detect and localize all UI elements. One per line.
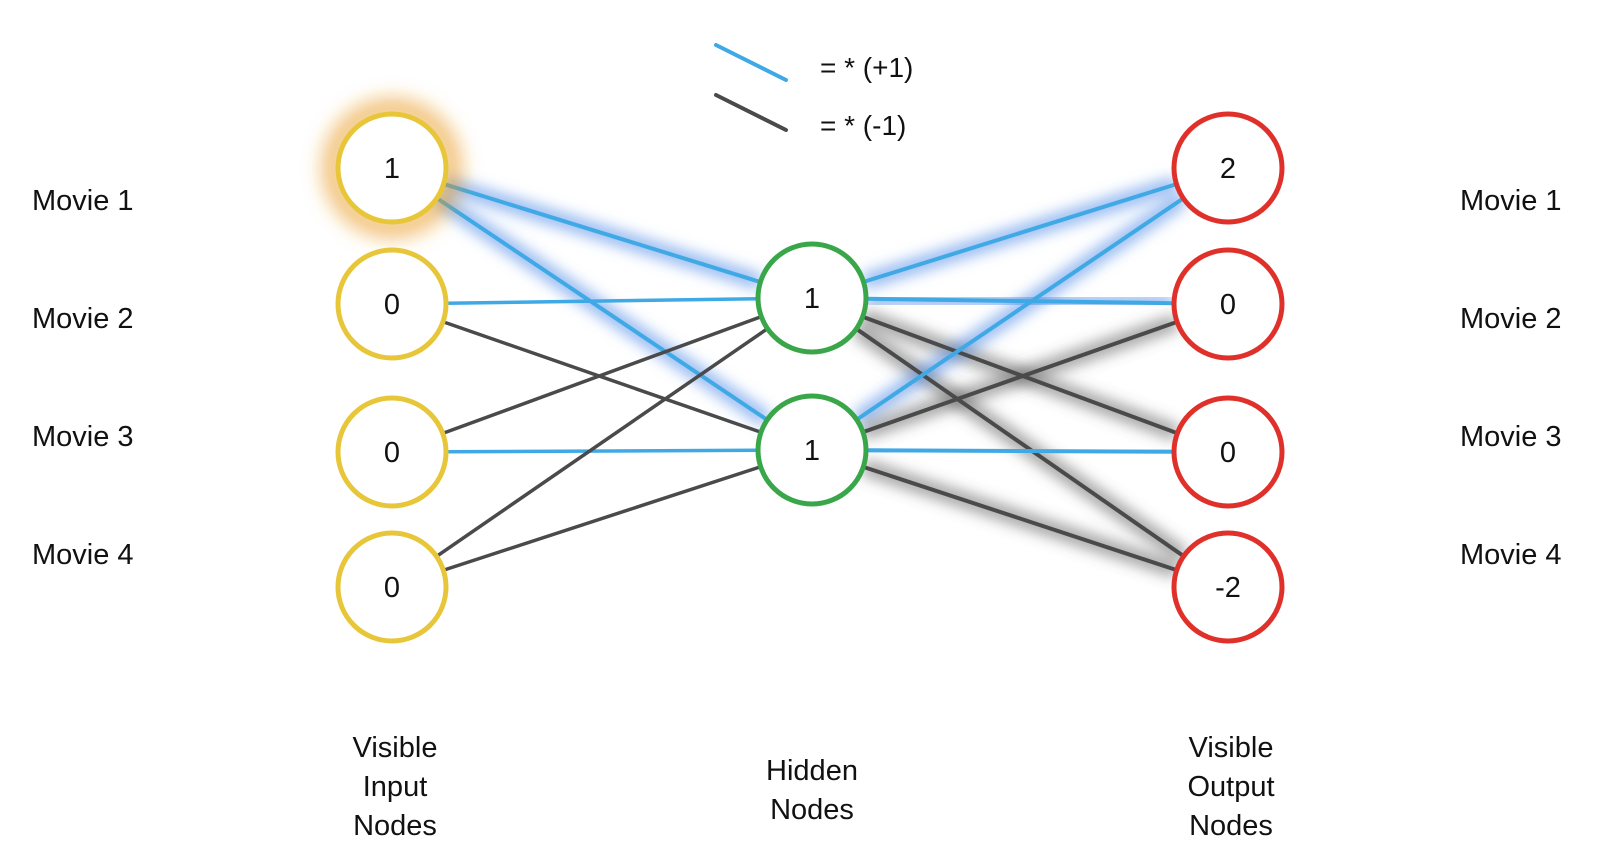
edge-input-4-hidden-1 [435,327,769,558]
edge-input-3-hidden-1 [442,314,762,436]
edge-hidden-2-output-1 [855,196,1185,422]
output-movie-label-2: Movie 2 [1460,303,1562,335]
legend-positive-label: = * (+1) [820,52,913,83]
input-movie-labels: Movie 1 Movie 2 Movie 3 Movie 4 [32,185,134,571]
input-node-2-value: 0 [384,289,400,321]
output-caption-line-3: Nodes [1189,810,1273,842]
hidden-caption-line-1: Hidden [766,755,858,787]
legend-negative-label: = * (-1) [820,110,906,141]
input-node-4 [335,530,449,644]
hidden-caption-line-2: Nodes [770,794,854,826]
hidden-layer: 1 1 [755,241,869,507]
input-layer: 1 0 0 0 [335,111,449,644]
edge-input-4-hidden-2 [442,465,762,572]
output-node-2-value: 0 [1220,289,1236,321]
hidden-node-2 [755,393,869,507]
hidden-node-2-value: 1 [804,435,820,467]
hidden-node-1-value: 1 [804,283,820,315]
input-node-3 [335,395,449,509]
legend-positive-swatch [714,43,788,82]
edge-input-3-hidden-2 [445,448,759,454]
edge-input-1-hidden-2 [435,196,769,422]
input-node-3-value: 0 [384,437,400,469]
input-node-1-value: 1 [384,153,400,185]
input-caption: Visible Input Nodes [353,732,438,842]
edge-hidden-2-output-3 [865,448,1175,454]
input-movie-label-2: Movie 2 [32,303,134,335]
output-caption-line-2: Output [1187,771,1274,803]
output-movie-label-3: Movie 3 [1460,421,1562,453]
output-node-4 [1171,530,1285,644]
edge-hidden-1-output-1 [862,182,1178,284]
edge-layer [435,182,1185,573]
output-node-4-value: -2 [1215,572,1241,604]
edge-hidden-2-output-4 [862,464,1178,573]
output-node-3 [1171,395,1285,509]
edge-input-2-hidden-1 [445,297,759,305]
output-caption: Visible Output Nodes [1187,732,1274,842]
output-caption-line-1: Visible [1189,732,1274,764]
input-node-4-value: 0 [384,572,400,604]
edge-hidden-1-output-2 [865,296,1175,306]
edge-input-1-hidden-1 [442,182,762,284]
hidden-caption: Hidden Nodes [766,755,858,826]
node-glow-layer [324,100,460,236]
hidden-node-1 [755,241,869,355]
legend: = * (+1) = * (-1) [714,43,913,141]
legend-negative-swatch [714,93,788,132]
output-movie-label-1: Movie 1 [1460,185,1562,217]
output-node-3-value: 0 [1220,437,1236,469]
input-node-2 [335,247,449,361]
input-caption-line-1: Visible [353,732,438,764]
edge-input-2-hidden-2 [442,320,762,434]
input-node-1 [335,111,449,225]
output-node-1 [1171,111,1285,225]
input-movie-label-1: Movie 1 [32,185,134,217]
input-caption-line-3: Nodes [353,810,437,842]
output-movie-labels: Movie 1 Movie 2 Movie 3 Movie 4 [1460,185,1562,571]
output-node-2 [1171,247,1285,361]
input-movie-label-3: Movie 3 [32,421,134,453]
input-movie-label-4: Movie 4 [32,539,134,571]
input-caption-line-2: Input [363,771,428,803]
edge-hidden-2-output-2 [862,319,1178,435]
output-movie-label-4: Movie 4 [1460,539,1562,571]
input-node-1-glow [324,100,460,236]
output-node-1-value: 2 [1220,153,1236,185]
output-layer: 2 0 0 -2 [1171,111,1285,644]
edge-hidden-1-output-4 [855,327,1185,558]
